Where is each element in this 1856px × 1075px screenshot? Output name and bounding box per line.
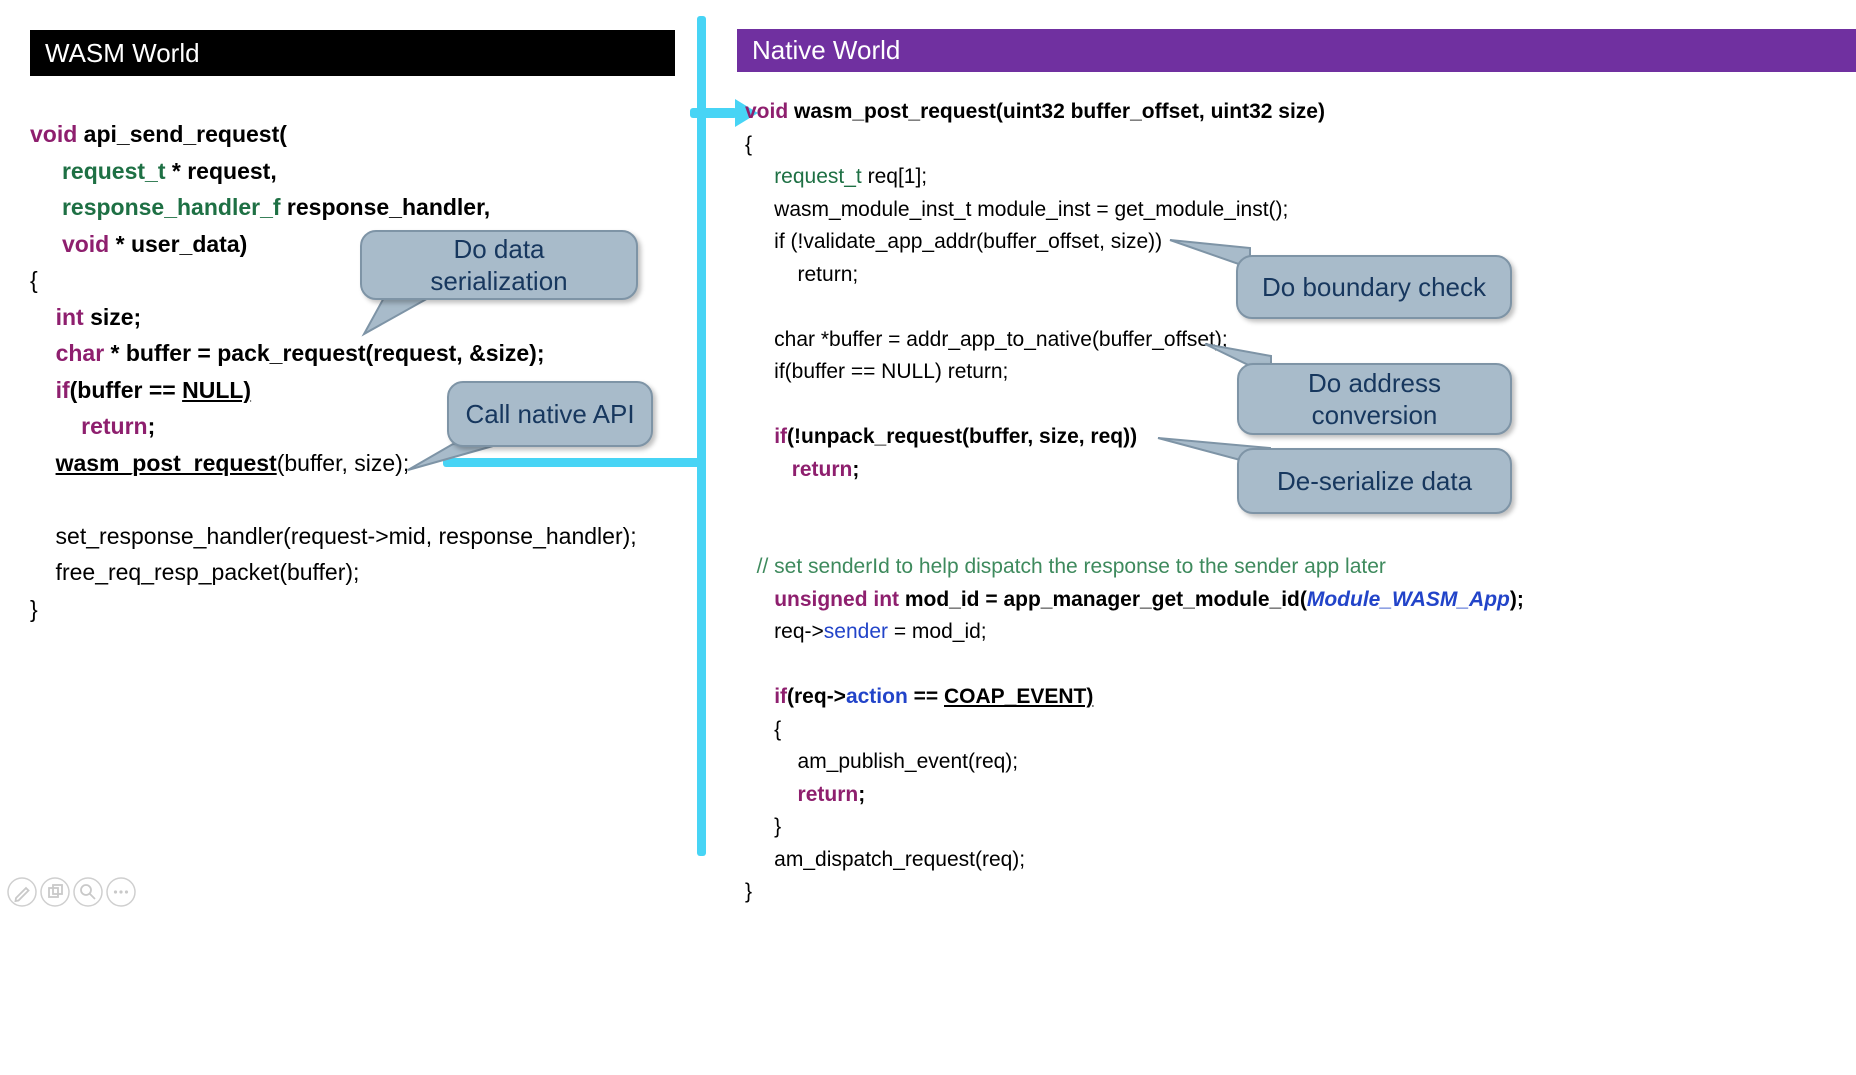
- header-wasm-world-label: WASM World: [45, 37, 200, 68]
- code-line: return;: [81, 413, 156, 439]
- code-line: return;: [745, 262, 859, 286]
- code-line: }: [745, 815, 782, 838]
- callout-do-address-conversion: Do address conversion: [1237, 363, 1512, 435]
- code-line: }: [745, 880, 753, 903]
- callout-do-data-serialization: Do data serialization: [360, 230, 638, 300]
- callout-tail: [407, 442, 494, 471]
- code-line: {: [745, 132, 753, 156]
- presenter-toolbar: [6, 876, 137, 908]
- code-line: int size;: [55, 303, 142, 330]
- code-line: if(buffer == NULL): [55, 376, 252, 403]
- code-line: response_handler_f response_handler,: [61, 194, 491, 220]
- magnifier-icon[interactable]: [72, 876, 104, 908]
- callout-call-native-api: Call native API: [447, 381, 653, 447]
- header-native-world: Native World: [737, 29, 1856, 72]
- header-wasm-world: WASM World: [30, 30, 675, 76]
- copy-icon[interactable]: [39, 876, 71, 908]
- wasm-code-block: void api_send_request( request_t * reque…: [30, 116, 637, 627]
- code-line: {: [745, 717, 782, 741]
- connector-vertical-line: [697, 16, 706, 856]
- code-line: wasm_post_request(buffer, size);: [55, 449, 410, 476]
- code-line: return;: [791, 457, 860, 481]
- code-line: if(buffer == NULL) return;: [745, 360, 1009, 383]
- header-native-world-label: Native World: [752, 35, 901, 65]
- callout-label: Call native API: [465, 398, 635, 429]
- callout-label: Do boundary check: [1261, 271, 1487, 302]
- code-line: unsigned int mod_id = app_manager_get_mo…: [774, 587, 1524, 611]
- native-code-block: void wasm_post_request(uint32 buffer_off…: [745, 96, 1524, 909]
- code-line: }: [30, 595, 38, 622]
- connector-arrowhead-icon: [735, 99, 758, 127]
- code-line: if (!validate_app_addr(buffer_offset, si…: [745, 230, 1163, 253]
- code-line: return;: [797, 782, 866, 806]
- code-line: void * user_data): [61, 230, 248, 257]
- code-line: if(!unpack_request(buffer, size, req)): [774, 425, 1138, 448]
- code-line: am_dispatch_request(req);: [745, 847, 1026, 871]
- connector-call-line: [443, 458, 701, 467]
- code-line: void wasm_post_request(uint32 buffer_off…: [745, 100, 1325, 123]
- callout-label: Do data serialization: [430, 233, 568, 297]
- code-line: [745, 519, 1524, 552]
- code-line: {: [30, 267, 38, 293]
- code-line: req->sender = mod_id;: [745, 620, 987, 643]
- callout-label: Do address conversion: [1308, 367, 1441, 431]
- code-line: if(req->action == COAP_EVENT): [774, 685, 1094, 708]
- code-line: free_req_resp_packet(buffer);: [30, 559, 360, 585]
- code-line: am_publish_event(req);: [745, 750, 1019, 773]
- code-line: [745, 649, 1524, 682]
- callout-label: De-serialize data: [1276, 465, 1473, 496]
- code-line: wasm_module_inst_t module_inst = get_mod…: [745, 197, 1289, 221]
- code-line: char * buffer = pack_request(request, &s…: [55, 340, 545, 366]
- code-line: void api_send_request(: [30, 121, 287, 147]
- pen-icon[interactable]: [6, 876, 38, 908]
- connector-arrow-line: [690, 108, 737, 118]
- code-line: char *buffer = addr_app_to_native(buffer…: [745, 327, 1228, 351]
- code-line: [30, 481, 637, 518]
- code-line: request_t req[1];: [774, 165, 928, 188]
- callout-do-boundary-check: Do boundary check: [1236, 255, 1512, 319]
- callout-tail: [361, 292, 436, 337]
- code-line: set_response_handler(request->mid, respo…: [30, 522, 637, 549]
- code-line: request_t * request,: [61, 157, 277, 184]
- code-line: // set senderId to help dispatch the res…: [745, 555, 1386, 578]
- more-options-icon[interactable]: [105, 876, 137, 908]
- callout-de-serialize-data: De-serialize data: [1237, 448, 1512, 514]
